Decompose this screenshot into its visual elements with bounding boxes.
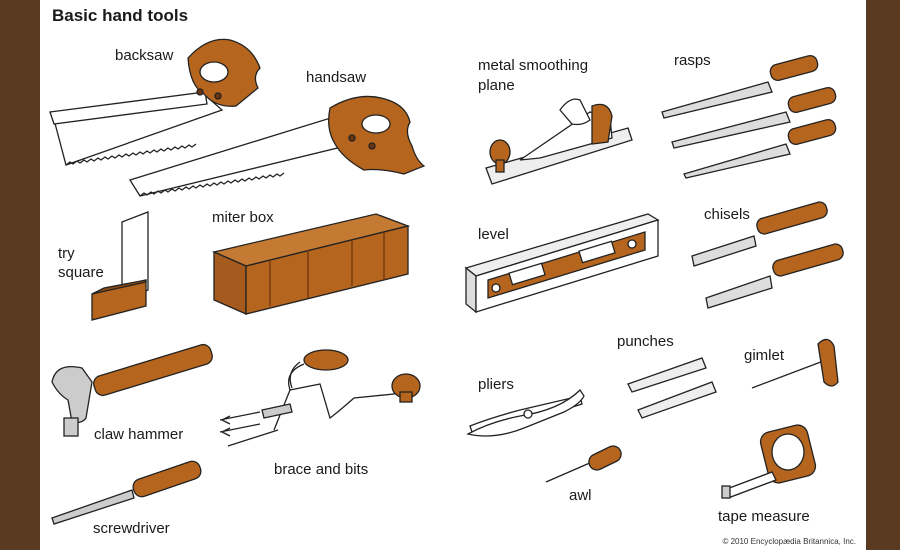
label-level: level xyxy=(478,226,509,243)
punches-illustration xyxy=(627,357,717,419)
label-pliers: pliers xyxy=(478,376,514,393)
label-tape-measure: tape measure xyxy=(718,508,810,525)
level-illustration xyxy=(464,213,660,314)
claw-hammer-illustration xyxy=(51,343,213,437)
chisels-illustration xyxy=(691,201,844,309)
label-square: square xyxy=(58,264,104,281)
label-metal-smoothing: metal smoothing xyxy=(478,57,589,74)
page-title: Basic hand tools xyxy=(52,6,189,25)
copyright-notice: © 2010 Encyclopædia Britannica, Inc. xyxy=(722,537,856,546)
try-square-illustration xyxy=(91,211,149,321)
label-plane: plane xyxy=(478,77,515,94)
label-rasps: rasps xyxy=(674,52,711,69)
handsaw-illustration xyxy=(129,95,426,197)
backsaw-illustration xyxy=(49,38,261,166)
awl-illustration xyxy=(545,445,622,483)
tape-measure-illustration xyxy=(721,424,817,499)
plane-illustration xyxy=(485,98,633,185)
illustration-panel xyxy=(40,0,866,550)
screwdriver-illustration xyxy=(51,460,202,525)
rasps-illustration xyxy=(661,54,837,179)
label-screwdriver: screwdriver xyxy=(93,520,170,537)
label-miter-box: miter box xyxy=(212,209,274,226)
label-gimlet: gimlet xyxy=(744,347,785,364)
label-try: try xyxy=(58,245,75,262)
label-chisels: chisels xyxy=(704,206,750,223)
pliers-illustration xyxy=(466,388,585,437)
label-punches: punches xyxy=(617,333,674,350)
label-claw-hammer: claw hammer xyxy=(94,426,184,443)
label-brace-and-bits: brace and bits xyxy=(274,461,369,478)
label-handsaw: handsaw xyxy=(306,69,367,86)
miter-box-illustration xyxy=(211,213,411,315)
label-backsaw: backsaw xyxy=(115,47,174,64)
brace-and-bits-illustration xyxy=(219,349,421,447)
label-awl: awl xyxy=(569,487,592,504)
gimlet-illustration xyxy=(751,338,839,389)
